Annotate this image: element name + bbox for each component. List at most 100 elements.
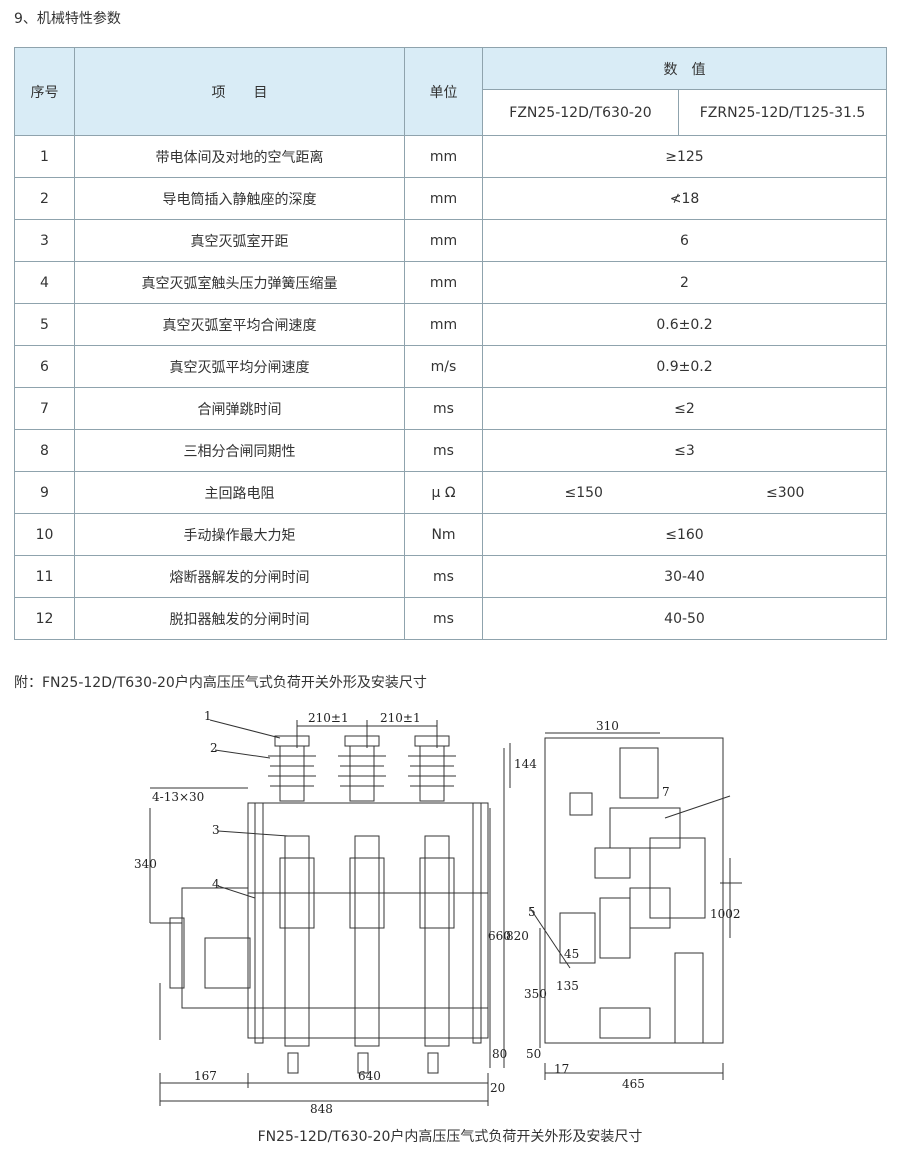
table-row: 6 真空灭弧平均分闸速度 m/s 0.9±0.2 [14,345,887,388]
table-row: 9 主回路电阻 μ Ω ≤150 ≤300 [14,471,887,514]
row-value: 6 [482,219,887,262]
row-index: 10 [14,513,75,556]
section-title: 9、机械特性参数 [14,11,121,27]
row-item: 脱扣器触发的分闸时间 [74,597,405,640]
callout-3: 3 [212,823,220,837]
row-value: 0.9±0.2 [482,345,887,388]
header-index: 序号 [14,47,75,136]
header-item: 项 目 [74,47,405,136]
table-row: 5 真空灭弧室平均合闸速度 mm 0.6±0.2 [14,303,887,346]
mechanical-parameters-table: 序号 项 目 单位 数 值 FZN25-12D/T630-20 FZRN25-1… [14,47,887,640]
dim-848: 848 [310,1102,333,1116]
row-index: 9 [14,471,75,514]
dim-1002: 1002 [710,907,741,921]
holes-spec: 4-13×30 [152,790,204,804]
callout-2: 2 [210,741,218,755]
row-index: 6 [14,345,75,388]
table-row: 11 熔断器解发的分闸时间 ms 30-40 [14,555,887,598]
row-value-split: ≤150 ≤300 [482,471,887,514]
row-item: 三相分合闸同期性 [74,429,405,472]
row-index: 11 [14,555,75,598]
dim-640: 640 [358,1069,381,1083]
callout-7: 7 [662,785,670,799]
dimension-drawing: 1 2 3 4 4-13×30 210±1 210±1 144 340 660 … [134,709,742,1116]
dim-210-left: 210±1 [308,711,349,725]
dim-167: 167 [194,1069,217,1083]
row-item: 手动操作最大力矩 [74,513,405,556]
appendix-note: 附：FN25-12D/T630-20户内高压压气式负荷开关外形及安装尺寸 [14,675,427,691]
dim-350: 350 [524,987,547,1001]
dim-17: 17 [554,1062,569,1076]
row-item: 带电体间及对地的空气距离 [74,135,405,178]
row-item: 真空灭弧室触头压力弹簧压缩量 [74,261,405,304]
row-item: 熔断器解发的分闸时间 [74,555,405,598]
dim-50: 50 [526,1047,541,1061]
dim-820: 820 [506,929,529,943]
table-row: 10 手动操作最大力矩 Nm ≤160 [14,513,887,556]
table-row: 2 导电筒插入静触座的深度 mm ≮18 [14,177,887,220]
callout-1: 1 [204,709,212,723]
row-unit: m/s [404,345,483,388]
callout-5: 5 [528,905,536,919]
row-item: 真空灭弧室开距 [74,219,405,262]
header-model-b: FZRN25-12D/T125-31.5 [678,89,887,136]
header-value-group: 数 值 [482,47,887,90]
row-unit: mm [404,177,483,220]
row-value: ≤160 [482,513,887,556]
row-item: 主回路电阻 [74,471,405,514]
header-unit: 单位 [404,47,483,136]
dim-80: 80 [492,1047,507,1061]
row-item: 导电筒插入静触座的深度 [74,177,405,220]
front-view [149,719,511,1106]
row-index: 1 [14,135,75,178]
table-row: 4 真空灭弧室触头压力弹簧压缩量 mm 2 [14,261,887,304]
row-value-b: ≤300 [766,484,805,501]
dim-20: 20 [490,1081,505,1095]
row-unit: Nm [404,513,483,556]
row-value: 30-40 [482,555,887,598]
dim-465: 465 [622,1077,645,1091]
row-value: 2 [482,261,887,304]
row-index: 12 [14,597,75,640]
row-unit: mm [404,135,483,178]
row-value: 0.6±0.2 [482,303,887,346]
row-value: ≤3 [482,429,887,472]
side-view [529,732,742,1080]
row-value: ≮18 [482,177,887,220]
table-row: 7 合闸弹跳时间 ms ≤2 [14,387,887,430]
row-item: 真空灭弧室平均合闸速度 [74,303,405,346]
drawing-caption: FN25-12D/T630-20户内高压压气式负荷开关外形及安装尺寸 [257,1129,643,1145]
header-model-a: FZN25-12D/T630-20 [482,89,679,136]
row-index: 3 [14,219,75,262]
dimension-labels: 1 2 3 4 4-13×30 210±1 210±1 144 340 660 … [134,709,741,1116]
row-value: ≤2 [482,387,887,430]
dim-45: 45 [564,947,579,961]
insulator-right [408,735,456,802]
row-unit: ms [404,555,483,598]
table-row: 12 脱扣器触发的分闸时间 ms 40-50 [14,597,887,640]
dim-144: 144 [514,757,537,771]
row-unit: ms [404,387,483,430]
row-unit: mm [404,219,483,262]
insulator-left [268,735,316,802]
row-index: 8 [14,429,75,472]
row-value: ≥125 [482,135,887,178]
row-item: 合闸弹跳时间 [74,387,405,430]
row-unit: mm [404,261,483,304]
dim-340: 340 [134,857,157,871]
row-value-a: ≤150 [564,484,603,501]
row-item: 真空灭弧平均分闸速度 [74,345,405,388]
row-index: 4 [14,261,75,304]
table-row: 8 三相分合闸同期性 ms ≤3 [14,429,887,472]
dim-210-right: 210±1 [380,711,421,725]
row-index: 5 [14,303,75,346]
insulator-middle [338,735,386,802]
row-unit: μ Ω [404,471,483,514]
row-unit: ms [404,429,483,472]
dim-660: 660 [488,929,511,943]
dim-135: 135 [556,979,579,993]
table-row: 3 真空灭弧室开距 mm 6 [14,219,887,262]
row-unit: ms [404,597,483,640]
row-unit: mm [404,303,483,346]
callout-4: 4 [212,877,220,891]
